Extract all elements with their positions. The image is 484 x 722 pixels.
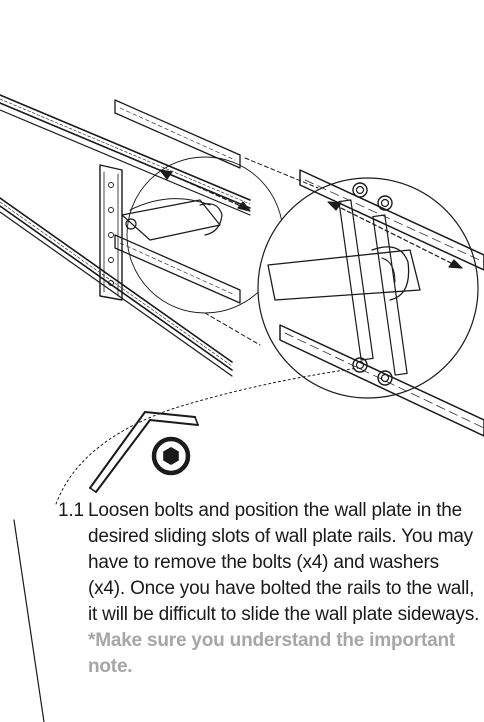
slide-direction-arrow-small — [159, 169, 251, 212]
step-text: Loosen bolts and position the wall plate… — [88, 500, 480, 625]
frame-edge-line — [13, 519, 45, 722]
step-1-1-instruction: 1.1 Loosen bolts and position the wall p… — [58, 498, 480, 680]
bolt-washer-bottom-right — [377, 370, 393, 386]
important-note-reminder: *Make sure you understand the important … — [88, 630, 455, 677]
zoom-connector-lines — [204, 157, 319, 346]
wall-plate-bracket — [99, 164, 123, 301]
wall-plate-rails-small — [114, 99, 241, 304]
upper-tv-rail — [0, 94, 251, 216]
bolt-washer-top-left — [352, 182, 368, 198]
slide-direction-arrow-large — [327, 201, 463, 269]
step-number: 1.1 — [58, 500, 84, 521]
bolt-washer-top-right — [377, 195, 393, 211]
allen-key — [89, 411, 199, 493]
lower-tv-rail — [0, 197, 233, 377]
bolt-washer-bottom-left — [352, 357, 368, 373]
detail-zoom-circle — [257, 169, 484, 437]
hex-socket-icon — [151, 436, 191, 476]
